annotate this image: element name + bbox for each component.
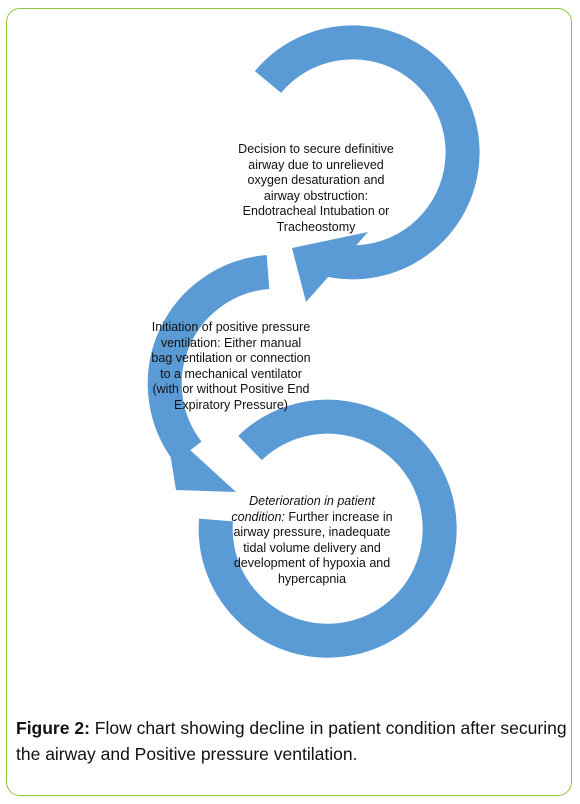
- step-2-line: Initiation of positive pressure: [151, 320, 311, 334]
- step-1-text: Decision to secure definitive airway due…: [222, 142, 410, 235]
- step-2-line: to a mechanical ventilator: [160, 366, 302, 381]
- step-3-line: tidal volume delivery and: [243, 540, 381, 555]
- arrow-2: [147, 255, 270, 492]
- step-1-line: Decision to secure definitive: [238, 142, 394, 156]
- step-1-line: Endotracheal Intubation or: [242, 204, 390, 218]
- step-3-line: airway pressure, inadequate: [233, 525, 391, 539]
- step-1-line: airway obstruction:: [263, 188, 369, 203]
- step-3-italic-lead: Deterioration in patient: [249, 494, 375, 508]
- caption-label: Figure 2:: [16, 718, 90, 738]
- step-3-italic-lead-2: condition:: [231, 509, 285, 524]
- step-2-line: Expiratory Pressure): [174, 397, 288, 412]
- step-1-line: oxygen desaturation and: [247, 173, 385, 187]
- step-2-line: ventilation: Either manual: [160, 335, 302, 350]
- step-3-text: Deterioration in patient condition: Furt…: [226, 494, 398, 587]
- step-2-line: (with or without Positive End: [152, 382, 310, 396]
- step-2-line: bag ventilation or connection: [151, 351, 311, 365]
- step-3-line: hypercapnia: [277, 571, 347, 586]
- step-3-line: development of hypoxia and: [233, 556, 391, 570]
- step-3-line-mixed: condition: Further increase in: [226, 510, 398, 526]
- arrow-3: [198, 399, 457, 658]
- caption-text: Flow chart showing decline in patient co…: [16, 718, 567, 764]
- step-3-line-after: Further increase in: [284, 509, 393, 524]
- step-1-line: airway due to unrelieved: [248, 157, 384, 172]
- figure-caption: Figure 2: Flow chart showing decline in …: [16, 715, 568, 767]
- arrow-1: [254, 25, 480, 302]
- step-2-text: Initiation of positive pressure ventilat…: [136, 320, 326, 413]
- step-1-line: Tracheostomy: [276, 219, 356, 234]
